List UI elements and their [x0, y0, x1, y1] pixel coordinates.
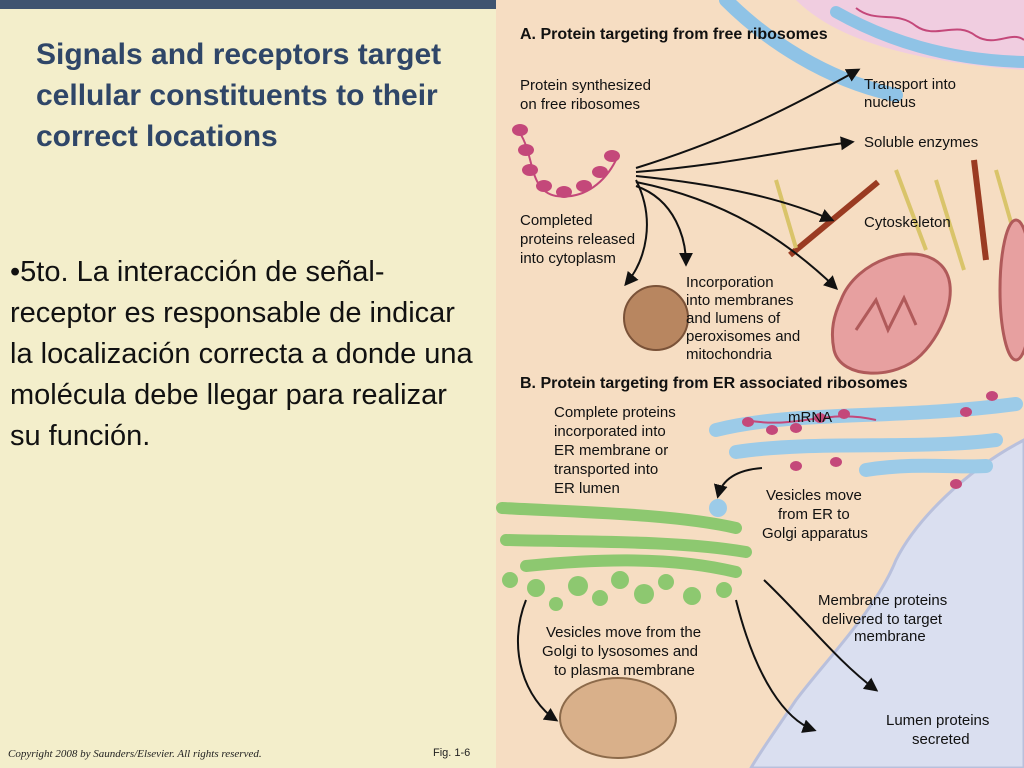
label-incorporation-4: peroxisomes and	[686, 328, 800, 345]
label-complete-2: incorporated into	[554, 423, 666, 440]
label-released-3: into cytoplasm	[520, 250, 616, 267]
label-vesicles-er-3: Golgi apparatus	[762, 525, 868, 542]
label-incorporation-2: into membranes	[686, 292, 794, 309]
label-incorporation-3: and lumens of	[686, 310, 781, 327]
title-accent-bar	[0, 0, 496, 9]
label-incorporation-1: Incorporation	[686, 274, 774, 291]
figure-label: Fig. 1-6	[433, 747, 471, 759]
label-lumen-1: Lumen proteins	[886, 712, 989, 729]
label-nucleus-1: Transport into	[864, 76, 956, 93]
label-soluble-enzymes: Soluble enzymes	[864, 134, 978, 151]
nuclear-envelope-inner	[830, 6, 1024, 68]
label-synthesized-1: Protein synthesized	[520, 77, 651, 94]
label-golgi-2: Golgi to lysosomes and	[542, 643, 698, 660]
section-a-arrows	[624, 68, 861, 290]
slide-title: Signals and receptors target cellular co…	[36, 38, 442, 153]
label-vesicles-er-2: from ER to	[778, 506, 850, 523]
label-complete-3: ER membrane or	[554, 442, 668, 459]
section-b-title: B. Protein targeting from ER associated …	[520, 375, 908, 392]
bullet-text: •5to. La interacción de señal-receptor e…	[10, 256, 473, 452]
label-complete-5: ER lumen	[554, 480, 620, 497]
label-membrane-3: membrane	[854, 628, 926, 645]
label-membrane-2: delivered to target	[822, 611, 943, 628]
nuclear-envelope	[719, 0, 903, 102]
label-complete-1: Complete proteins	[554, 404, 676, 421]
er-ribosomes	[742, 391, 998, 489]
mitochondrion	[830, 252, 952, 375]
er-mrna	[745, 415, 877, 424]
label-mrna: mRNA	[788, 409, 832, 426]
mitochondrion-edge	[998, 218, 1024, 362]
section-b-arrows	[517, 467, 879, 733]
label-membrane-1: Membrane proteins	[818, 592, 947, 609]
label-nucleus-2: nucleus	[864, 94, 916, 111]
label-golgi-1: Vesicles move from the	[546, 624, 701, 641]
label-cytoskeleton: Cytoskeleton	[864, 214, 951, 231]
label-released-2: proteins released	[520, 231, 635, 248]
label-lumen-2: secreted	[912, 731, 970, 748]
chromatin	[855, 7, 1024, 42]
copyright-notice: Copyright 2008 by Saunders/Elsevier. All…	[8, 748, 262, 760]
er-transport-vesicle	[709, 499, 727, 517]
label-golgi-3: to plasma membrane	[554, 662, 695, 679]
lysosome	[559, 677, 677, 759]
label-vesicles-er-1: Vesicles move	[766, 487, 862, 504]
label-synthesized-2: on free ribosomes	[520, 96, 640, 113]
golgi-vesicles	[502, 571, 732, 611]
label-complete-4: transported into	[554, 461, 658, 478]
golgi-apparatus	[496, 502, 752, 578]
label-released-1: Completed	[520, 212, 593, 229]
peroxisome	[623, 285, 689, 351]
diagram-svg: A. Protein targeting from free ribosomes…	[496, 0, 1024, 768]
extracellular-space	[749, 438, 1024, 768]
protein-targeting-diagram: A. Protein targeting from free ribosomes…	[496, 0, 1024, 768]
section-a-title: A. Protein targeting from free ribosomes	[520, 26, 828, 43]
label-incorporation-5: mitochondria	[686, 346, 773, 363]
free-ribosomes	[512, 124, 620, 198]
